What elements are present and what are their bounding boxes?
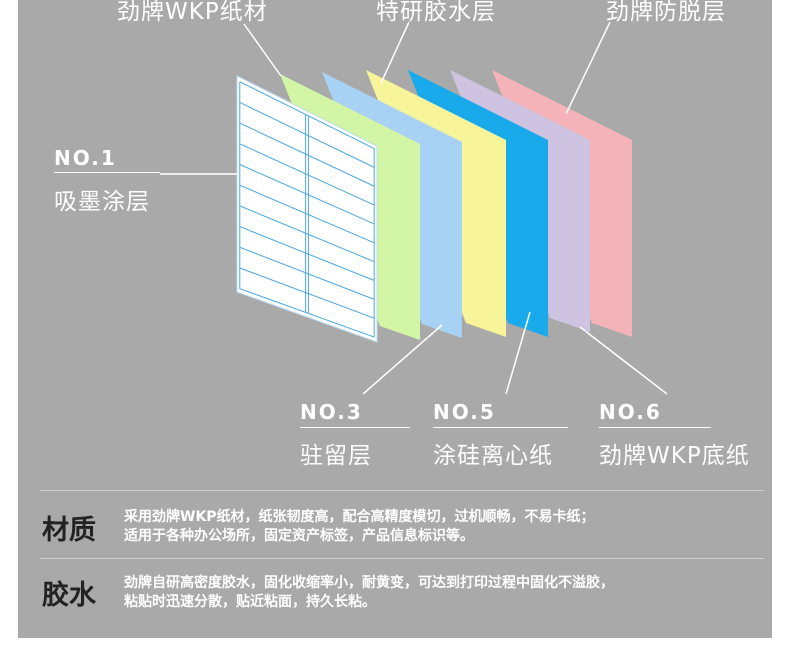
layer-no6-number: NO.6 bbox=[599, 400, 662, 424]
feature-glue-title: 胶水 bbox=[42, 580, 96, 611]
leader-line-release bbox=[565, 21, 611, 115]
leader-line-no3 bbox=[362, 324, 443, 395]
leader-line-adhesive bbox=[380, 21, 410, 84]
layer-no5-name: 涂硅离心纸 bbox=[433, 443, 553, 469]
grid-row-line bbox=[239, 267, 375, 319]
grid-row-line bbox=[239, 288, 375, 338]
grid-row-line bbox=[239, 184, 375, 244]
label-release-layer: 劲牌防脱层 bbox=[606, 0, 726, 25]
leader-line-no5 bbox=[505, 311, 531, 395]
label-adhesive-layer: 特研胶水层 bbox=[376, 0, 496, 25]
grid-row-line bbox=[239, 164, 375, 225]
layer-no6-underline bbox=[599, 427, 711, 428]
layer-no5-underline bbox=[433, 427, 568, 428]
grid-row-line bbox=[239, 101, 375, 168]
grid-row-line bbox=[239, 205, 375, 263]
layer-no6-name: 劲牌WKP底纸 bbox=[599, 443, 750, 469]
layer-no3-name: 驻留层 bbox=[300, 443, 372, 469]
divider-top bbox=[40, 490, 764, 491]
feature-glue-line-1: 劲牌自研高密度胶水，固化收缩率小，耐黄变，可达到打印过程中固化不溢胶， bbox=[124, 575, 614, 591]
leader-line-no6 bbox=[579, 326, 668, 395]
feature-glue-line-2: 粘贴时迅速分散，贴近粘面，持久长粘。 bbox=[124, 594, 376, 610]
feature-material-line-2: 适用于各种办公场所，固定资产标签，产品信息标识等。 bbox=[124, 528, 474, 544]
feature-material-line-1: 采用劲牌WKP纸材，纸张韧度高，配合高精度模切，过机顺畅，不易卡纸； bbox=[124, 509, 595, 525]
leader-line-kraft bbox=[243, 23, 282, 77]
grid-row-line bbox=[239, 122, 375, 187]
label-grid bbox=[239, 81, 375, 338]
feature-material-title: 材质 bbox=[42, 515, 96, 546]
grid-row-line bbox=[239, 81, 375, 149]
divider-middle bbox=[40, 558, 764, 559]
layer-no3-underline bbox=[300, 427, 410, 428]
layer-label-sheet bbox=[236, 75, 378, 343]
grid-row-line bbox=[239, 143, 375, 206]
layer-no1-number: NO.1 bbox=[54, 146, 117, 170]
layer-no5-number: NO.5 bbox=[433, 400, 496, 424]
layer-no3-number: NO.3 bbox=[300, 400, 363, 424]
layer-no1-underline bbox=[54, 172, 160, 173]
layer-no1-name: 吸墨涂层 bbox=[54, 189, 150, 215]
grid-row-line bbox=[239, 226, 375, 281]
label-kraft-paper: 劲牌WKP纸材 bbox=[117, 0, 268, 25]
grid-row-line bbox=[239, 246, 375, 300]
